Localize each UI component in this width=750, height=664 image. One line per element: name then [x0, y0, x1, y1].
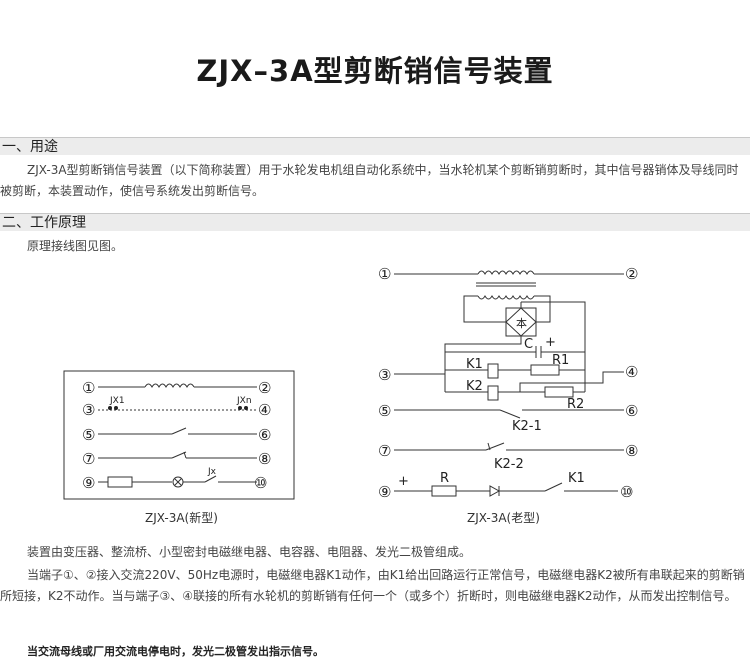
- old-terminal-9: ⑨: [378, 483, 391, 501]
- old-terminal-7: ⑦: [378, 442, 391, 460]
- section-heading-principle: 二、工作原理: [0, 213, 750, 231]
- terminal-2: ②: [258, 379, 271, 397]
- label-k2: K2: [466, 379, 483, 394]
- label-c: C: [524, 337, 533, 352]
- label-jx: Jx: [207, 467, 217, 477]
- terminal-7: ⑦: [82, 450, 95, 468]
- label-r1: R1: [552, 353, 569, 368]
- old-terminal-1: ①: [378, 265, 391, 283]
- old-terminal-8: ⑧: [625, 442, 638, 460]
- diagram-new-type: ① ③ ⑤ ⑦ ⑨ ② ④ ⑥ ⑧ ⑩: [63, 370, 295, 525]
- label-k1-contact: K1: [568, 471, 585, 486]
- label-r2: R2: [567, 397, 584, 412]
- label-k1: K1: [466, 357, 483, 372]
- terminal-9: ⑨: [82, 474, 95, 492]
- terminal-5: ⑤: [82, 426, 95, 444]
- old-terminal-4: ④: [625, 363, 638, 381]
- page-title: ZJX–3A型剪断销信号装置: [196, 54, 554, 88]
- terminal-6: ⑥: [258, 426, 271, 444]
- terminal-10: ⑩: [254, 474, 267, 492]
- composition-text: 装置由变压器、整流桥、小型密封电磁继电器、电容器、电阻器、发光二极管组成。: [27, 545, 472, 559]
- old-terminal-5: ⑤: [378, 402, 391, 420]
- operation-text: 当端子①、②接入交流220V、50Hz电源时，电磁继电器K1动作，由K1给出回路…: [0, 568, 745, 603]
- label-k2-1: K2-1: [512, 419, 542, 434]
- bridge-label: 本: [516, 316, 527, 330]
- section-heading-purpose: 一、用途: [0, 137, 750, 155]
- principle-intro: 原理接线图见图。: [27, 239, 124, 253]
- label-r: R: [440, 471, 449, 486]
- label-plus-9: +: [398, 474, 409, 489]
- old-terminal-6: ⑥: [625, 402, 638, 420]
- terminal-1: ①: [82, 379, 95, 397]
- label-jx1: JX1: [109, 396, 125, 406]
- old-terminal-10: ⑩: [620, 483, 633, 501]
- diagram-old-type: ① ② ③ ④ ⑤ ⑥ ⑦ ⑧ ⑨ ⑩: [378, 265, 638, 525]
- caption-old-type: ZJX-3A(老型): [467, 511, 540, 525]
- purpose-text: ZJX-3A型剪断销信号装置（以下简称装置）用于水轮发电机组自动化系统中，当水轮…: [0, 163, 739, 198]
- terminal-8: ⑧: [258, 450, 271, 468]
- label-k2-2: K2-2: [494, 457, 524, 472]
- label-cap-plus: +: [545, 335, 556, 350]
- caption-new-type: ZJX-3A(新型): [145, 510, 218, 525]
- old-terminal-3: ③: [378, 366, 391, 384]
- old-terminal-2: ②: [625, 265, 638, 283]
- terminal-3: ③: [82, 401, 95, 419]
- terminal-4: ④: [258, 401, 271, 419]
- led-note: 当交流母线或厂用交流电停电时，发光二极管发出指示信号。: [27, 645, 324, 658]
- label-jxn: JXn: [236, 396, 252, 406]
